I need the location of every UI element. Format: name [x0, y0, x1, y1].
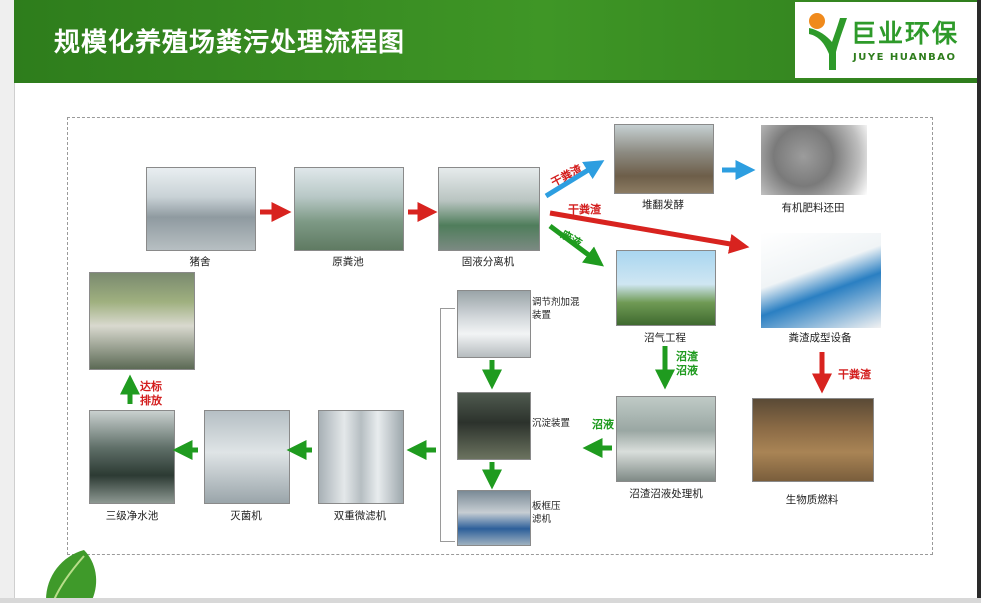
node-sterilizer: 灭菌机 — [230, 510, 262, 522]
biofuel-photo — [752, 398, 874, 482]
company-logo: 巨业环保 JUYE HUANBAO — [795, 2, 977, 78]
node-biogas: 沼气工程 — [644, 332, 686, 344]
bottom-window-edge — [0, 598, 981, 603]
regulator-photo — [457, 290, 531, 358]
liquid-machine-photo — [616, 396, 716, 482]
header-divider — [14, 80, 977, 83]
tertiary-pool-photo — [89, 410, 175, 504]
leaf-icon — [46, 550, 97, 600]
right-window-edge — [977, 0, 981, 603]
node-tertiary-pool: 三级净水池 — [105, 510, 159, 522]
node-regulator: 调节剂加混装置 — [532, 297, 580, 321]
fertilizer-photo — [760, 124, 868, 196]
node-fermentation: 堆翻发酵 — [642, 199, 684, 211]
discharge-outlet-photo — [89, 272, 195, 370]
press-filter-photo — [457, 490, 531, 546]
edge-label-dry-residue-3: 干粪渣 — [838, 368, 871, 381]
sedimentation-photo — [457, 392, 531, 460]
logo-chinese-name: 巨业环保 — [851, 19, 960, 48]
edge-label-dry-residue-2: 干粪渣 — [568, 203, 601, 216]
biogas-photo — [616, 250, 716, 326]
separator-photo — [438, 167, 540, 251]
node-press-filter: 板框压滤机 — [532, 501, 561, 525]
edge-label-biogas-slurry: 沼渣沼液 — [676, 350, 698, 377]
forming-machine-photo — [760, 232, 882, 329]
page-title: 规模化养殖场粪污处理流程图 — [54, 28, 406, 58]
left-window-edge — [0, 0, 15, 603]
node-raw-pool: 原粪池 — [332, 256, 364, 268]
micro-filter-photo — [318, 410, 404, 504]
arrow-separator-to-fermentation — [544, 160, 605, 199]
arrow-separator-to-forming — [549, 210, 750, 254]
node-forming: 粪渣成型设备 — [788, 332, 852, 344]
node-liquid-machine: 沼渣沼液处理机 — [629, 488, 703, 500]
node-micro-filter: 双重微滤机 — [333, 510, 387, 522]
node-separator: 固液分离机 — [461, 256, 515, 268]
treatment-group-bracket — [440, 308, 455, 542]
sterilizer-photo — [204, 410, 290, 504]
pigsty-photo — [146, 167, 256, 251]
edge-label-discharge: 达标排放 — [140, 380, 162, 407]
node-pigsty: 猪舍 — [189, 256, 211, 268]
node-fertilizer: 有机肥料还田 — [781, 202, 845, 214]
logo-english-name: JUYE HUANBAO — [853, 52, 957, 63]
node-sedimentation: 沉淀装置 — [532, 418, 571, 429]
fermentation-photo — [614, 124, 714, 194]
logo-y-icon — [809, 13, 847, 70]
arrow-separator-to-biogas — [548, 224, 604, 267]
edge-label-biogas-liquid: 沼液 — [592, 418, 614, 431]
raw-pool-photo — [294, 167, 404, 251]
node-biofuel: 生物质燃料 — [785, 494, 839, 506]
